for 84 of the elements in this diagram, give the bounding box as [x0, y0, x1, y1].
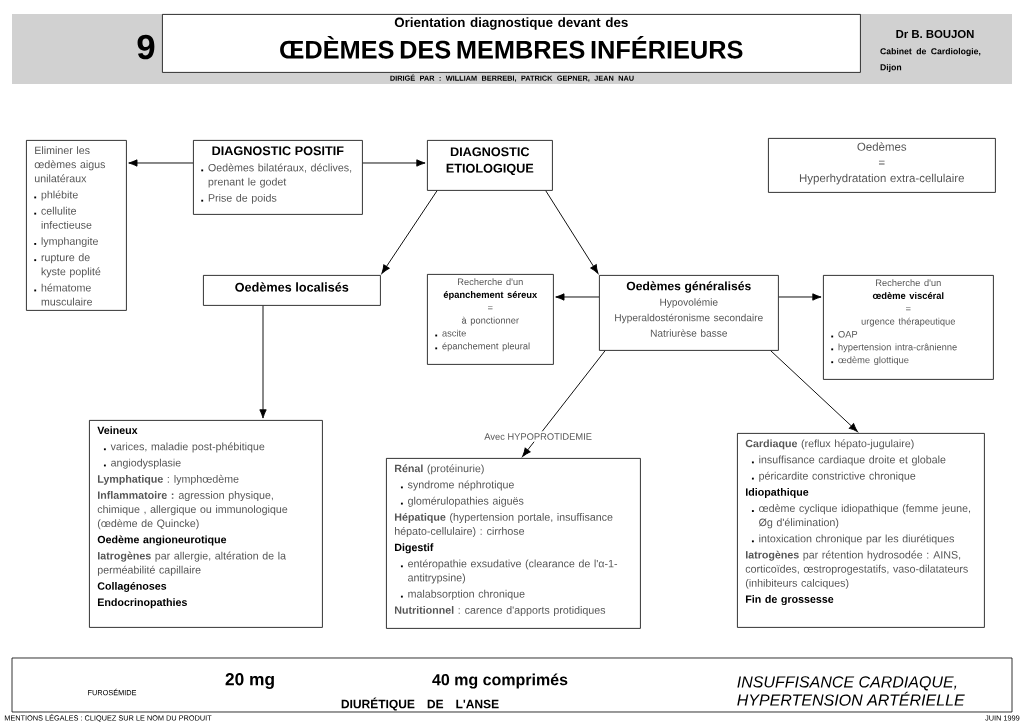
body-text: Hyperaldostéronisme secondaire	[615, 313, 763, 324]
note-box	[823, 275, 994, 380]
list-item: OAP	[831, 330, 858, 339]
process-box	[193, 140, 363, 215]
section-heading: Fin de grossesse	[746, 595, 834, 606]
arrow	[259, 305, 267, 419]
list-item: glomérulopathies aiguës	[400, 496, 524, 507]
body-text: Cardiaque (reflux hépato-jugulaire)	[745, 439, 914, 450]
body-text: =	[488, 306, 493, 310]
author-name: Dr B. BOUJON	[896, 30, 974, 38]
body-text: Lymphatique : lymphœdème	[98, 474, 239, 485]
arrow	[545, 190, 599, 274]
list-box	[737, 433, 985, 628]
body-text: Recherche d'un	[458, 278, 523, 286]
body-text: Rénal (protéinurie)	[395, 464, 484, 475]
subtitle: Orientation diagnostique devant des	[394, 17, 628, 30]
list-item: œdème glottique	[831, 356, 909, 366]
list-item: œdème cyclique idiopathique (femme jeune, Øg d'élimination)	[751, 504, 971, 529]
body-text: Hyperhydratation extra-cellulaire	[799, 173, 964, 185]
body-text: à ponctionner	[461, 316, 519, 326]
body-text: Inflammatoire : agression physique, chimique , allergique ou immunologique (œdème de Quincke)	[97, 491, 288, 530]
arrow	[128, 159, 194, 167]
list-item: hématome musculaire	[34, 283, 93, 306]
list-item: malabsorption chronique	[400, 589, 525, 600]
list-item: péricardite constrictive chronique	[751, 471, 916, 482]
box-heading: DIAGNOSTIC ETIOLOGIQUE	[446, 147, 534, 176]
note-box	[427, 274, 554, 365]
edge-label: Avec HYPOPROTIDEMIE	[484, 433, 592, 440]
section-heading: Oedème angioneurotique	[97, 535, 227, 546]
box-heading: Oedèmes généralisés	[626, 281, 751, 293]
dosage-text: 40 mg comprimés	[432, 673, 568, 689]
list-item: insuffisance cardiaque droite et globale	[751, 455, 946, 466]
body-text: Recherche d'un	[876, 279, 941, 287]
body-text: œdème viscéral	[872, 292, 944, 299]
arrow	[770, 350, 858, 433]
body-text: Hépatique (hypertension portale, insuffisance hépato-cellulaire) : cirrhose	[395, 512, 613, 538]
arrow	[522, 350, 606, 457]
note-box	[26, 140, 127, 311]
list-item: entéropathie exsudative (clearance de l'α-1- antitrypsine)	[400, 559, 618, 584]
list-item: phlébite	[34, 190, 78, 201]
process-box	[203, 275, 381, 306]
drug-class: DIURÉTIQUE DE L'ANSE	[341, 697, 499, 711]
section-heading: Endocrinopathies	[98, 598, 187, 609]
body-text: Iatrogènes par rétention hydrosodée : AINS, corticoïdes, œstroprogestatifs, vaso-dilatateurs (inhibiteurs calciques)	[745, 550, 968, 589]
box-heading: DIAGNOSTIC POSITIF	[212, 146, 344, 156]
list-item: ascite	[435, 329, 466, 338]
body-text: Oedèmes	[857, 142, 907, 151]
list-box	[89, 420, 323, 628]
definition-box	[768, 138, 996, 193]
list-item: Prise de poids	[201, 193, 277, 204]
body-text: Nutritionnel : carence d'apports protidiques	[395, 606, 606, 616]
page-number: 9	[137, 34, 155, 60]
arrow	[778, 293, 822, 301]
body-text: =	[906, 307, 911, 311]
section-heading: Collagénoses	[97, 581, 167, 592]
list-item: intoxication chronique par les diurétiques	[751, 534, 954, 545]
arrow	[362, 159, 426, 167]
title: ŒDÈMES DES MEMBRES INFÉRIEURS	[280, 35, 743, 59]
list-item: varices, maladie post-phébitique	[103, 442, 265, 453]
list-item: angiodysplasie	[103, 458, 181, 469]
indication-text: INSUFFISANCE CARDIAQUE, HYPERTENSION ARTÉRIELLE	[737, 676, 965, 706]
affiliation-text: Cabinet de Cardiologie, Dijon	[880, 47, 981, 73]
arrow	[381, 190, 438, 274]
body-text: épanchement séreux	[443, 291, 538, 300]
section-heading: Digestif	[395, 543, 434, 554]
body-text: Iatrogènes par allergie, altération de la perméabilité capillaire	[97, 551, 286, 576]
list-item: hypertension intra-crânienne	[831, 343, 957, 353]
title-box	[162, 14, 861, 73]
process-box	[599, 275, 779, 351]
body-text: =	[879, 160, 885, 165]
list-item: syndrome néphrotique	[400, 480, 514, 491]
section-heading: Idiopathique	[746, 488, 809, 498]
section-heading: Veineux	[97, 426, 138, 435]
body-text: urgence thérapeutique	[861, 317, 956, 327]
body-text: Natriurèse basse	[650, 329, 727, 337]
list-item: épanchement pleural	[435, 342, 530, 352]
process-box	[427, 140, 553, 191]
list-box	[386, 458, 641, 629]
list-item: Oedèmes bilatéraux, déclives, prenant le godet	[201, 163, 352, 188]
arrow	[555, 293, 600, 301]
list-item: lymphangite	[34, 237, 98, 248]
dosage-text: 20 mg	[225, 673, 274, 689]
box-heading: Oedèmes localisés	[235, 282, 349, 292]
body-text: Hypovolémie	[660, 298, 718, 308]
